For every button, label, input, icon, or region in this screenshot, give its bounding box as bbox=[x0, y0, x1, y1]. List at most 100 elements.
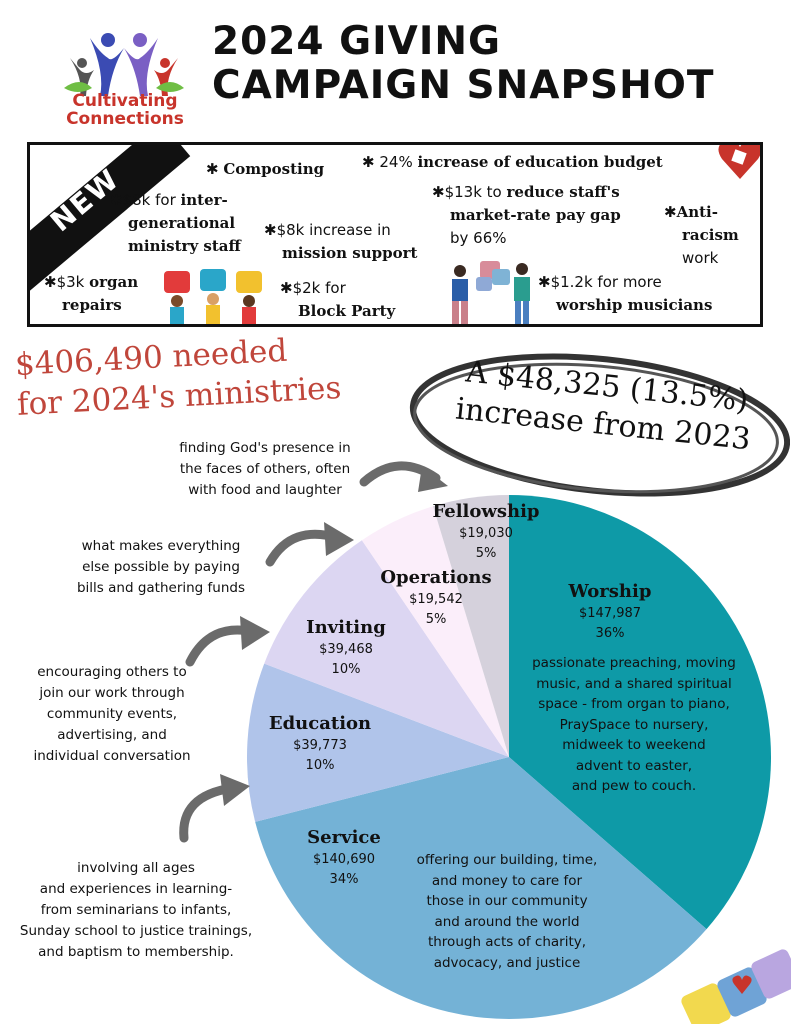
slice-label-fellowship: Fellowship $19,030 5% bbox=[416, 500, 556, 564]
staff-text-2: generational bbox=[128, 214, 236, 232]
puzzle-icon: ✱ bbox=[110, 191, 123, 209]
cultivating-connections-logo bbox=[64, 33, 184, 96]
slice-name: Inviting bbox=[306, 617, 386, 638]
inviting-description: encouraging others to join our work thro… bbox=[12, 662, 212, 767]
slice-name: Fellowship bbox=[432, 501, 540, 522]
logo-text: Cultivating Connections bbox=[50, 92, 200, 128]
slice-amount: $19,542 bbox=[409, 592, 463, 607]
pie-slice-operations bbox=[361, 506, 509, 757]
heart-puzzle-icon bbox=[718, 145, 760, 179]
slice-name: Worship bbox=[568, 581, 652, 602]
description-line: space - from organ to piano, bbox=[538, 696, 730, 712]
pie-slice-service bbox=[255, 757, 707, 1019]
item-pay-gap: ✱$13k to reduce staff's market-rate pay … bbox=[432, 181, 621, 250]
slice-name: Education bbox=[268, 713, 372, 734]
description-line: and pew to couch. bbox=[571, 778, 697, 794]
puzzle-icon: ✱ bbox=[664, 203, 677, 221]
puzzle-pieces-decoration bbox=[681, 949, 791, 1024]
description-line: involving all ages bbox=[77, 860, 195, 876]
pie-slice-worship bbox=[509, 495, 771, 930]
description-line: join our work through bbox=[39, 685, 185, 701]
slice-label-service: Service $140,690 34% bbox=[274, 826, 414, 890]
slice-name: Service bbox=[307, 827, 381, 848]
block-value: $2k for bbox=[292, 279, 346, 297]
puzzle-icon: ✱ bbox=[206, 160, 219, 178]
description-line: else possible by paying bbox=[82, 559, 240, 575]
item-staff: ✱$8k for inter- generational ministry st… bbox=[110, 189, 241, 258]
description-line: midweek to weekend bbox=[562, 737, 706, 753]
slice-label-worship: Worship $147,987 36% bbox=[540, 580, 680, 644]
education-budget-value: 24% bbox=[379, 153, 413, 171]
slice-amount: $147,987 bbox=[578, 606, 642, 621]
pay-gap-text-3: by 66% bbox=[450, 229, 507, 247]
slice-name: Operations bbox=[380, 567, 492, 588]
slice-amount: $39,468 bbox=[319, 642, 373, 657]
curved-arrow-icon bbox=[179, 774, 250, 843]
staff-text-1: inter- bbox=[180, 191, 228, 209]
item-antiracism: ✱Anti- racism work bbox=[664, 201, 739, 270]
curved-arrow-icon bbox=[185, 616, 270, 667]
title-line2: CAMPAIGN SNAPSHOT bbox=[212, 63, 715, 108]
pay-gap-value: $13k to bbox=[444, 183, 502, 201]
description-line: those in our community bbox=[426, 893, 588, 909]
logo-text-line2: Connections bbox=[66, 109, 184, 129]
pie-slice-fellowship bbox=[433, 495, 509, 757]
slice-label-operations: Operations $19,542 5% bbox=[366, 566, 506, 630]
puzzle-icon: ✱ bbox=[264, 221, 277, 239]
description-line: PraySpace to nursery, bbox=[559, 716, 709, 733]
operations-description: what makes everything else possible by p… bbox=[56, 536, 266, 599]
increase-oval bbox=[409, 353, 790, 497]
puzzle-icon: ✱ bbox=[432, 183, 445, 201]
description-line: music, and a shared spiritual bbox=[536, 675, 732, 692]
pie-slice-inviting bbox=[264, 540, 509, 757]
fellowship-description: finding God's presence in the faces of o… bbox=[160, 438, 370, 501]
block-text: Block Party bbox=[298, 302, 396, 320]
title-line1: 2024 GIVING bbox=[212, 19, 501, 64]
pie-slice-education bbox=[247, 663, 509, 822]
slice-percent: 5% bbox=[475, 546, 497, 561]
musicians-text: worship musicians bbox=[556, 296, 713, 314]
organ-value: $3k bbox=[56, 273, 85, 291]
slice-percent: 36% bbox=[595, 626, 625, 641]
puzzle-icon: ✱ bbox=[538, 273, 551, 291]
curved-arrow-icon bbox=[359, 461, 448, 492]
antiracism-text-3: work bbox=[682, 249, 719, 267]
item-mission: ✱$8k increase in mission support bbox=[264, 219, 417, 265]
antiracism-text-2: racism bbox=[682, 226, 739, 244]
description-line: advocacy, and justice bbox=[433, 954, 581, 971]
puzzle-icon: ✱ bbox=[362, 153, 375, 171]
mission-value: $8k increase in bbox=[276, 221, 391, 239]
staff-value: $8k for bbox=[122, 191, 176, 209]
page-title: 2024 GIVING CAMPAIGN SNAPSHOT bbox=[212, 20, 715, 108]
description-line: individual conversation bbox=[33, 748, 191, 764]
slice-percent: 5% bbox=[425, 612, 447, 627]
pay-gap-text-1: reduce staff's bbox=[506, 183, 620, 201]
slice-label-inviting: Inviting $39,468 10% bbox=[276, 616, 416, 680]
mission-text: mission support bbox=[282, 244, 418, 262]
item-education-budget: ✱ 24% increase of education budget bbox=[362, 151, 663, 174]
people-puzzle-illustration bbox=[452, 261, 530, 324]
description-line: advertising, and bbox=[57, 727, 167, 743]
description-line: from seminarians to infants, bbox=[40, 902, 232, 918]
description-line: bills and gathering funds bbox=[76, 580, 246, 596]
description-line: what makes everything bbox=[81, 538, 241, 554]
description-line: with food and laughter bbox=[188, 482, 342, 498]
organ-text-2: repairs bbox=[62, 296, 122, 314]
puzzle-icon: ✱ bbox=[280, 279, 293, 297]
slice-percent: 10% bbox=[305, 758, 335, 773]
description-line: passionate preaching, moving bbox=[532, 655, 736, 671]
description-line: community events, bbox=[46, 706, 178, 722]
description-line: Sunday school to justice trainings, bbox=[19, 923, 253, 939]
slice-amount: $19,030 bbox=[459, 526, 513, 541]
description-line: and around the world bbox=[434, 913, 580, 930]
item-musicians: ✱$1.2k for more worship musicians bbox=[538, 271, 712, 317]
item-composting: ✱ Composting bbox=[206, 158, 324, 181]
description-line: and experiences in learning- bbox=[39, 881, 233, 897]
description-line: the faces of others, often bbox=[179, 461, 351, 477]
puzzle-icon: ✱ bbox=[44, 273, 57, 291]
description-line: advent to easter, bbox=[575, 757, 693, 774]
slice-label-education: Education $39,773 10% bbox=[250, 712, 390, 776]
curved-arrow-icon bbox=[265, 522, 354, 567]
item-block-party: ✱$2k for Block Party bbox=[280, 277, 395, 323]
education-budget-text: increase of education budget bbox=[417, 153, 663, 171]
